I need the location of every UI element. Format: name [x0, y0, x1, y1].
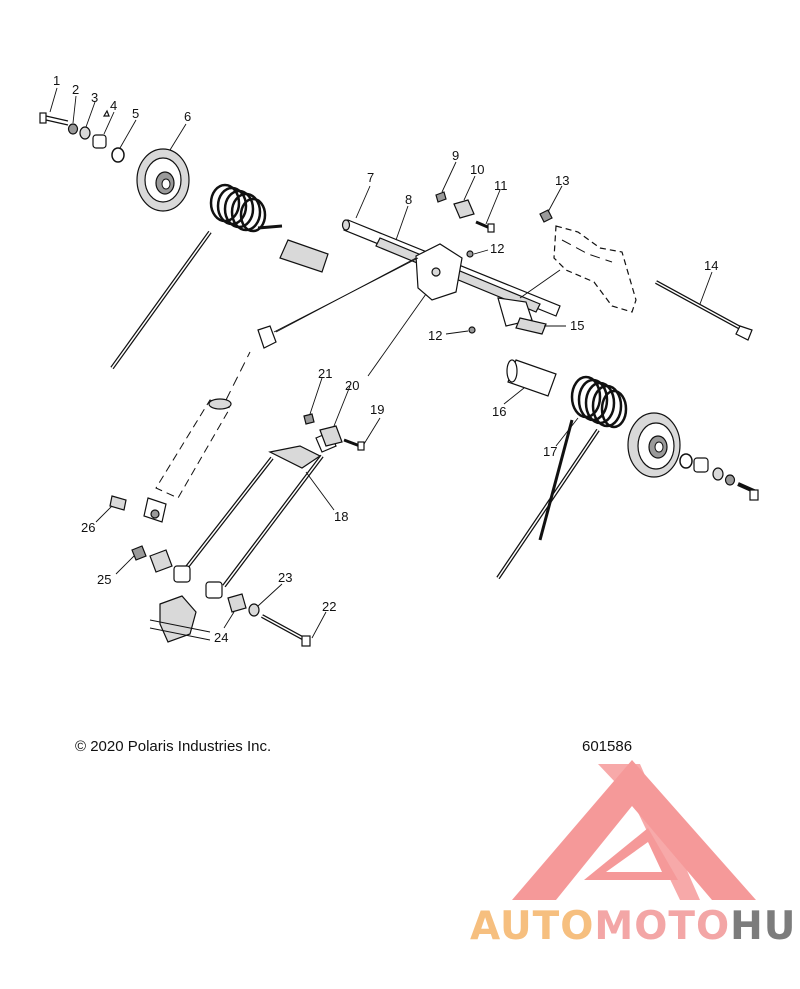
washer-right-2: [724, 474, 736, 486]
grease-fitting-part-12-lower: [468, 326, 476, 334]
grease-fitting-part-12-upper: [466, 250, 474, 258]
bushing-part-24: [227, 593, 247, 613]
callout-3: 3: [91, 90, 98, 105]
brand-part-hub: HUB: [730, 904, 800, 949]
torsion-spring-part-17: [496, 375, 628, 580]
callout-8: 8: [405, 192, 412, 207]
callout-1: 1: [53, 73, 60, 88]
callout-17: 17: [543, 444, 557, 459]
brand-part-auto: AUTO: [470, 904, 595, 949]
washer-part-3: [79, 126, 91, 140]
callout-7: 7: [367, 170, 374, 185]
callout-25: 25: [97, 572, 111, 587]
nut-part-13: [539, 209, 553, 223]
callout-24: 24: [214, 630, 228, 645]
bushing-part-10: [453, 199, 475, 219]
arm-part-18: [178, 431, 337, 588]
o-ring-part-5: [111, 147, 125, 163]
frame-mount-lower: [149, 595, 211, 643]
callout-2: 2: [72, 82, 79, 97]
brand-part-moto: MOTO: [594, 904, 731, 949]
torsion-spring-left: [110, 183, 283, 370]
wheel-right: [627, 412, 681, 478]
bushing-lower-center: [173, 565, 191, 583]
o-ring-right: [679, 453, 693, 469]
callout-14: 14: [704, 258, 718, 273]
sleeve-left: [279, 239, 329, 273]
washer-right-1: [712, 467, 724, 481]
wheel-part-6: [136, 148, 190, 212]
drawing-number: 601586: [582, 738, 633, 755]
callout-18: 18: [334, 509, 348, 524]
shock-absorber: [143, 325, 277, 523]
callout-22: 22: [322, 599, 336, 614]
nut-part-4: [92, 109, 110, 149]
callout-12-upper: 12: [490, 241, 504, 256]
washer-part-23: [248, 603, 260, 617]
nut-part-21: [303, 413, 315, 425]
bushing-part-15: [515, 317, 547, 335]
bolt-part-1: [39, 112, 69, 126]
callout-12-lower: 12: [428, 328, 442, 343]
callout-16: 16: [492, 404, 506, 419]
callout-20: 20: [345, 378, 359, 393]
callouts: 1 2 3 4 5 6 7 8 9 10 11 12 12 13 14 15 1…: [53, 73, 718, 645]
callout-5: 5: [132, 106, 139, 121]
bushing-lower-center-2: [205, 581, 223, 599]
nut-right: [693, 457, 709, 473]
long-bolt-part-14: [655, 280, 753, 341]
callout-21: 21: [318, 366, 332, 381]
bolt-part-19: [343, 438, 365, 451]
watermark-logo: [512, 760, 756, 900]
callout-11: 11: [494, 178, 508, 193]
bushing-part-26: [109, 495, 127, 511]
callout-4: 4: [110, 98, 117, 113]
callout-23: 23: [278, 570, 292, 585]
bushing-lower-left: [149, 549, 173, 573]
bushing-part-20: [319, 425, 343, 447]
callout-15: 15: [570, 318, 584, 333]
watermark-brand-text: AUTOMOTOHUB: [470, 904, 800, 949]
callout-10: 10: [470, 162, 484, 177]
callout-26: 26: [81, 520, 95, 535]
mounting-bracket-right: [553, 225, 637, 313]
long-bolt-part-22: [261, 614, 311, 647]
bolt-right: [737, 482, 759, 501]
leader-lines: [49, 87, 713, 639]
callout-13: 13: [555, 173, 569, 188]
nut-part-9: [435, 191, 447, 203]
nut-part-25: [131, 545, 147, 561]
callout-9: 9: [452, 148, 459, 163]
bolt-part-11: [475, 220, 495, 233]
callout-6: 6: [184, 109, 191, 124]
washer-part-2: [67, 123, 79, 135]
callout-19: 19: [370, 402, 384, 417]
copyright-text: © 2020 Polaris Industries Inc.: [75, 738, 272, 755]
